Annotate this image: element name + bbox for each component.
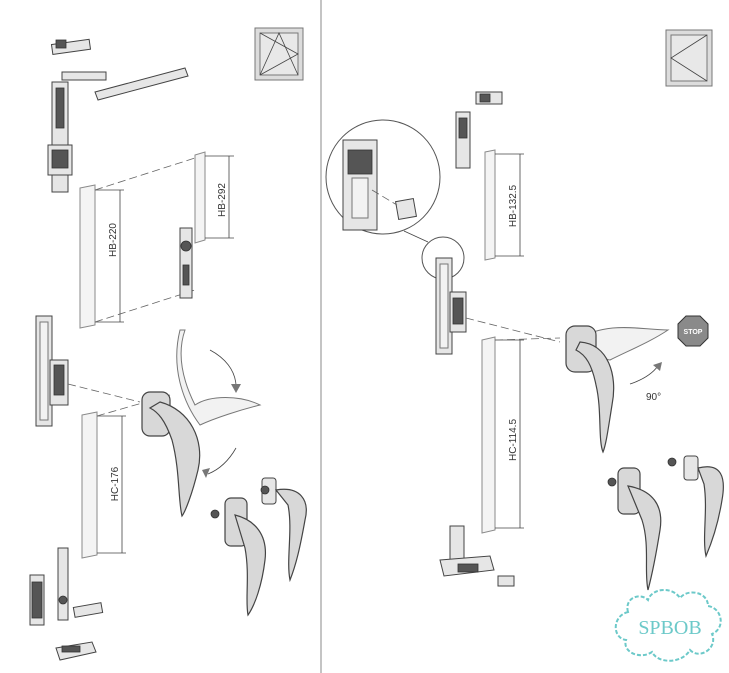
window-handle-right <box>565 325 670 454</box>
bottom-hinge-parts <box>439 525 515 587</box>
dimension-label: HB-220 <box>108 223 119 257</box>
tilt-turn-window-icon <box>254 27 304 81</box>
hb-220-strip: HB-220 <box>79 184 124 329</box>
watermark-text: SPBOB <box>638 617 701 639</box>
rotation-arrow-lower <box>207 447 237 475</box>
hc-176-strip: HC-176 <box>81 411 126 559</box>
window-handle-left <box>141 391 201 518</box>
dimension-label: HC-114.5 <box>508 419 519 461</box>
top-keeper-parts <box>455 91 503 169</box>
hc-114-5-strip: HC-114.5 <box>481 336 524 534</box>
bottom-corner-parts <box>29 547 104 661</box>
gearbox-left <box>35 315 69 427</box>
handle-variant-1 <box>210 497 267 617</box>
handle-ghost-upper <box>176 329 262 426</box>
top-corner-parts <box>47 38 189 193</box>
dimension-label: HB-132.5 <box>508 184 519 227</box>
stop-sign-label: STOP <box>684 329 703 336</box>
handle-variant-3 <box>607 467 662 591</box>
handle-variant-4 <box>667 455 724 558</box>
arrow-head-icon <box>653 362 662 371</box>
hb-132-5-strip: HB-132.5 <box>484 149 524 261</box>
rotation-angle-label: 90° <box>646 392 661 403</box>
hb-292-strip: HB-292 <box>194 151 234 244</box>
rotation-arrow <box>629 365 659 385</box>
dimension-label: HB-292 <box>217 183 228 217</box>
dimension-label: HC-176 <box>110 466 121 501</box>
turn-window-icon <box>665 29 713 87</box>
arrow-head-icon <box>202 468 210 478</box>
gearbox-right <box>435 257 467 355</box>
rotation-arrow-upper <box>209 349 237 386</box>
detail-magnifier <box>325 119 441 235</box>
arrow-head-icon <box>231 384 241 393</box>
handle-variant-2 <box>260 477 307 583</box>
hinge-bracket <box>179 227 193 299</box>
watermark-logo: SPBOB <box>614 589 722 662</box>
stop-sign-icon: STOP <box>677 315 709 347</box>
